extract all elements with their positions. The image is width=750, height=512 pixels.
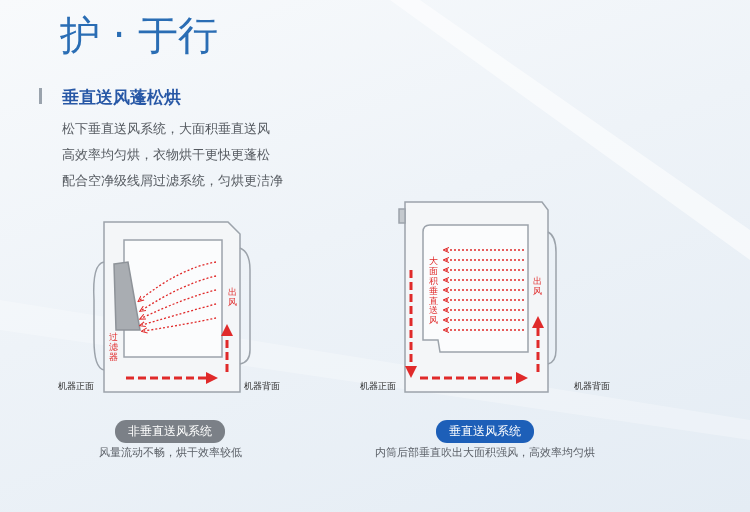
airflow-line	[446, 329, 524, 330]
drum	[124, 240, 222, 357]
left-airflow	[126, 262, 227, 378]
airflow-line	[446, 259, 524, 260]
airflow-line	[446, 299, 524, 300]
duct-flow-arrow	[420, 377, 522, 380]
page-title: 护 · 于行	[60, 8, 218, 63]
airflow-curve	[140, 262, 216, 300]
back-bulge	[240, 248, 250, 364]
side-label: 机器背面	[574, 381, 610, 393]
airflow-line	[446, 319, 524, 320]
airflow-label: 出风	[228, 288, 237, 308]
airflow-curve	[142, 276, 216, 310]
pill-button: 垂直送风系统	[436, 420, 534, 443]
airflow-curve	[142, 290, 216, 318]
caption-text: 风量流动不畅，烘干效率较低	[99, 446, 242, 460]
pill-button: 非垂直送风系统	[115, 420, 225, 443]
filter	[114, 262, 140, 330]
airflow-label: 出风	[533, 277, 542, 297]
airflow-line	[446, 309, 524, 310]
background-streaks	[0, 0, 750, 440]
caption-text: 内筒后部垂直吹出大面积强风，高效率均匀烘	[375, 446, 595, 460]
airflow-line	[446, 289, 524, 290]
knob	[399, 209, 405, 223]
side-label: 机器背面	[244, 381, 280, 393]
door-bulge	[94, 262, 104, 370]
airflow-curve	[142, 304, 216, 325]
right-airflow	[446, 250, 524, 330]
duct-flow-arrow	[126, 377, 212, 380]
section-heading: 垂直送风蓬松烘	[62, 86, 181, 108]
pill-label: 非垂直送风系统	[128, 423, 212, 440]
left-dryer	[94, 222, 250, 392]
airflow-curve	[144, 318, 216, 331]
airflow-line	[446, 249, 524, 250]
side-label: 机器正面	[360, 381, 396, 393]
drum	[423, 225, 528, 352]
body-text: 松下垂直送风系统，大面积垂直送风 高效率均匀烘，衣物烘干更快更蓬松 配合空净级线…	[62, 116, 287, 194]
duct-flow-arrow	[410, 270, 413, 372]
dryer-housing	[405, 202, 548, 392]
exhaust-arrow	[537, 322, 540, 372]
dryer-housing	[104, 222, 240, 392]
part-label: 过滤器	[109, 333, 118, 363]
exhaust-arrow	[226, 330, 229, 372]
airflow-line	[446, 269, 524, 270]
back-bulge	[548, 232, 556, 364]
heading-bar	[39, 88, 42, 104]
right-dryer	[399, 202, 556, 392]
airflow-label: 大面积垂直送风	[429, 257, 438, 326]
side-label: 机器正面	[58, 381, 94, 393]
pill-label: 垂直送风系统	[449, 423, 521, 440]
airflow-line	[446, 279, 524, 280]
